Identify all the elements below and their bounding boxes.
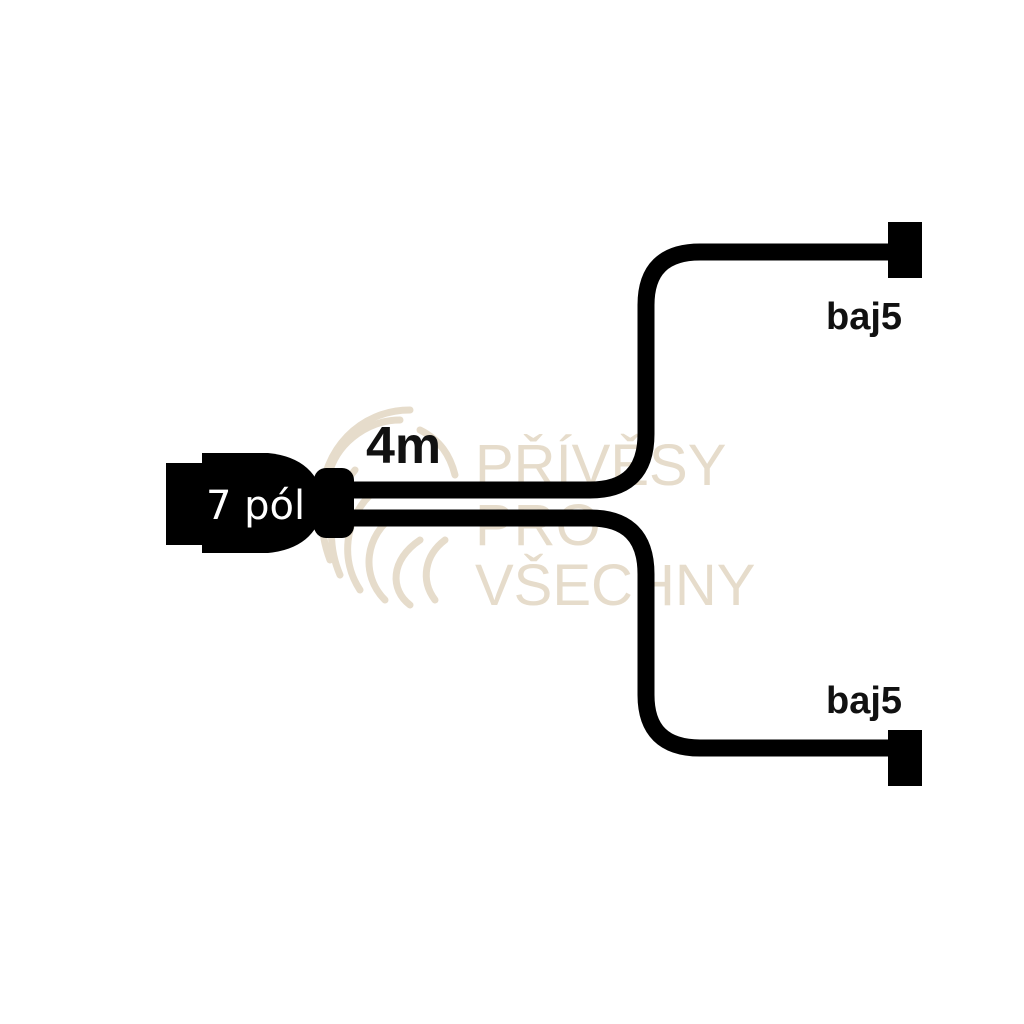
plug-label: 7 pól (206, 483, 305, 529)
watermark-line-3: VŠECHNY (475, 553, 755, 618)
plug-strain-relief (314, 468, 354, 538)
connector-top: baj5 (826, 222, 922, 338)
cable-length-label: 4m (366, 417, 441, 475)
connector-bottom-label: baj5 (826, 680, 902, 722)
connector-top-label: baj5 (826, 296, 902, 338)
plug-7-pin: 7 pól (166, 453, 354, 553)
connector-bottom-block (888, 730, 922, 786)
cables (350, 243, 892, 757)
cable-top (350, 243, 892, 499)
plug-body (202, 453, 324, 553)
cable-bottom (350, 509, 892, 757)
connector-bottom: baj5 (826, 680, 922, 786)
connector-top-block (888, 222, 922, 278)
plug-front (166, 463, 206, 545)
